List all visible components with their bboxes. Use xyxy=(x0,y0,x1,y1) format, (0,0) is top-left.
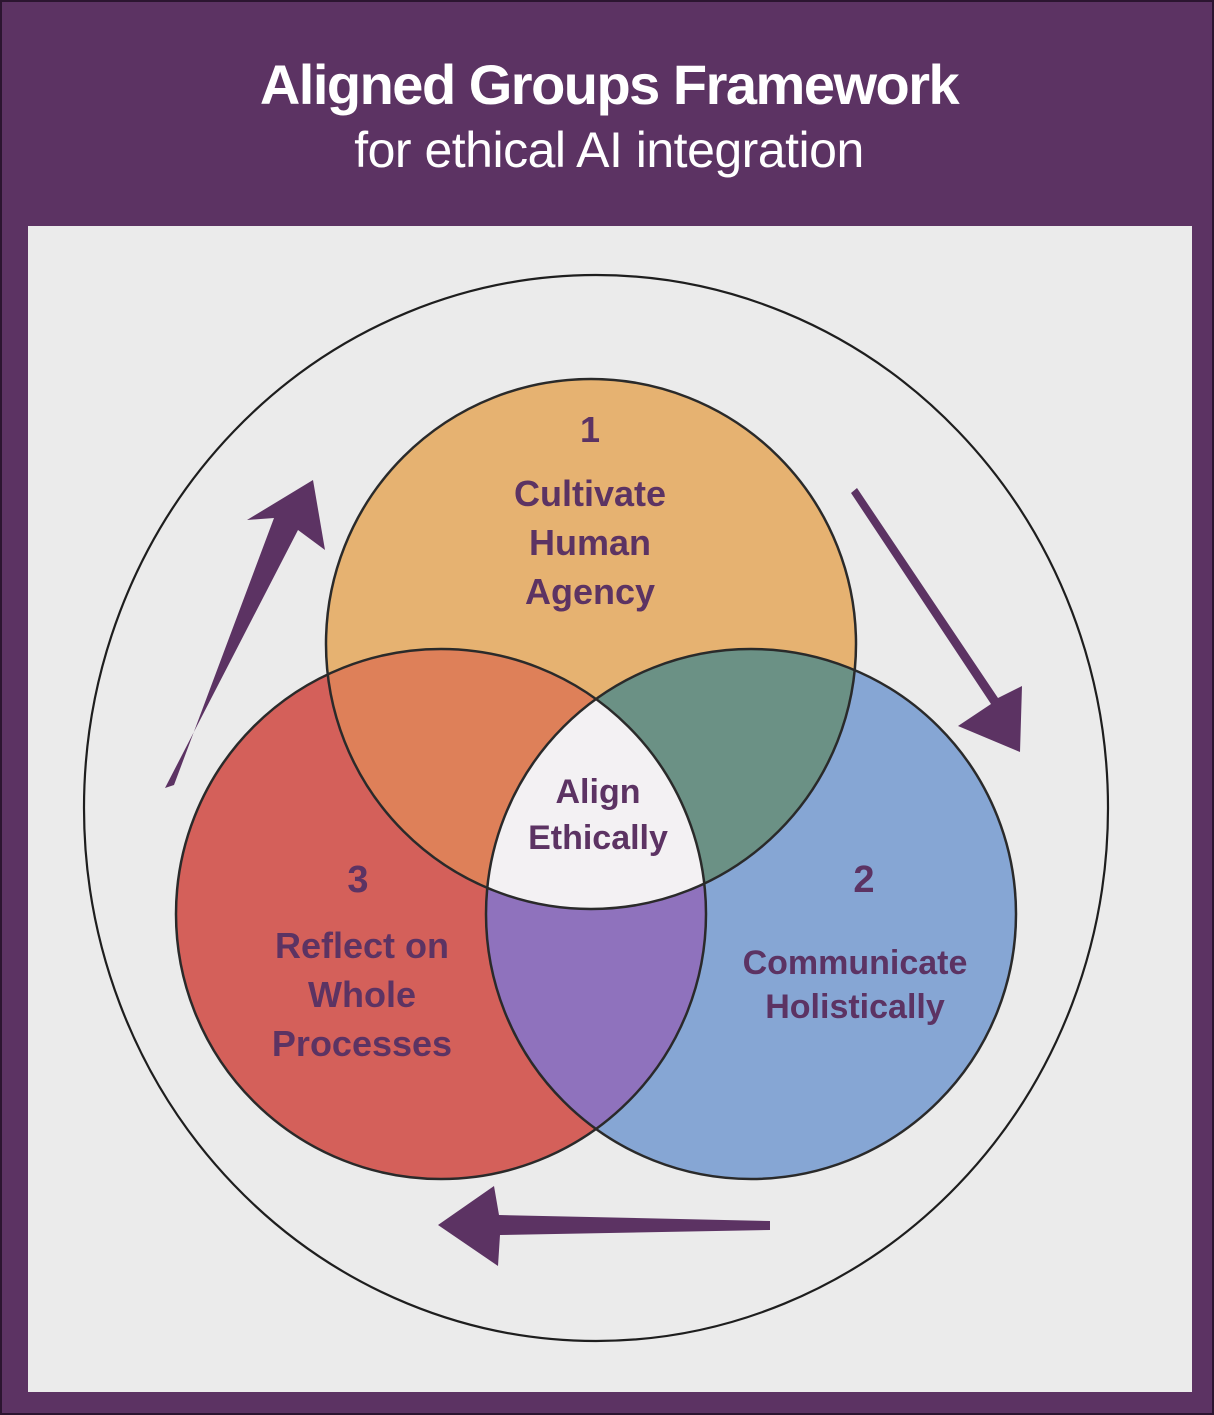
circle-1-number: 1 xyxy=(580,409,600,450)
center-label-line-2: Ethically xyxy=(528,819,668,857)
circle-2-label-line-1: Communicate xyxy=(743,944,968,982)
circle-1-label-line-2: Human xyxy=(529,522,651,563)
circle-3-label-line-1: Reflect on xyxy=(275,925,449,966)
outline-circle-1 xyxy=(324,377,858,911)
overlap-agency-communicate xyxy=(486,649,856,909)
cycle-arrow-left-icon xyxy=(438,1186,770,1266)
page-title: Aligned Groups Framework xyxy=(259,53,960,116)
outline-circle-2 xyxy=(484,647,1018,1181)
center-align-ethically-region xyxy=(486,649,706,909)
circle-2-label-line-2: Holistically xyxy=(765,988,945,1026)
circle-3-label-line-3: Processes xyxy=(272,1023,452,1064)
outer-cycle-ring xyxy=(82,273,1110,1343)
cycle-arrow-down-right-icon xyxy=(851,488,1022,752)
circle-3-label-line-2: Whole xyxy=(308,974,416,1015)
page-subtitle: for ethical AI integration xyxy=(354,122,864,178)
center-label-line-1: Align xyxy=(556,773,641,811)
header-banner: Aligned Groups Framework for ethical AI … xyxy=(2,2,1214,222)
cycle-arrow-up-left-icon xyxy=(165,480,325,788)
overlap-agency-reflect xyxy=(326,649,706,909)
outline-circle-3 xyxy=(174,647,708,1181)
circle-1-label-line-3: Agency xyxy=(525,571,655,612)
circle-2-number: 2 xyxy=(853,859,874,901)
circle-3-number: 3 xyxy=(347,859,368,901)
circle-1-label-line-1: Cultivate xyxy=(514,473,666,514)
